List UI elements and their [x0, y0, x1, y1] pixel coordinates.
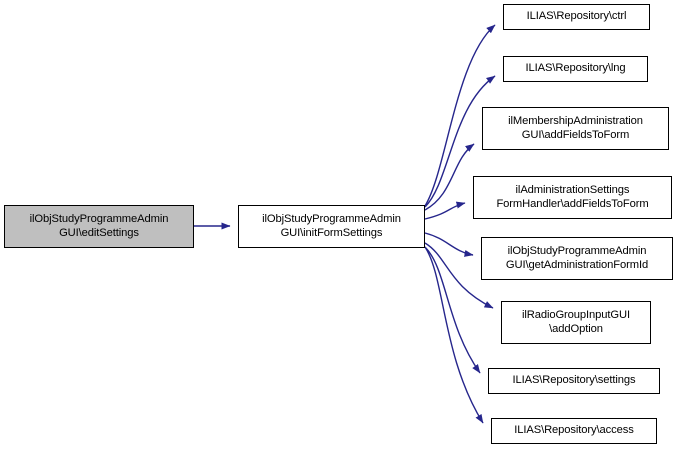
graph-node-getAdministrationFormId[interactable]: ilObjStudyProgrammeAdmin GUI\getAdminist…: [481, 237, 673, 280]
call-edge: [424, 232, 474, 257]
graph-node-addFieldsToFormMembership[interactable]: ilMembershipAdministration GUI\addFields…: [482, 107, 669, 150]
graph-node-initFormSettings[interactable]: ilObjStudyProgrammeAdmin GUI\initFormSet…: [238, 205, 425, 248]
call-edge: [424, 246, 484, 424]
graph-node-ctrl[interactable]: ILIAS\Repository\ctrl: [503, 4, 650, 30]
graph-node-label: ilObjStudyProgrammeAdmin GUI\getAdminist…: [505, 245, 649, 271]
graph-node-access[interactable]: ILIAS\Repository\access: [491, 418, 657, 444]
graph-node-label: ilMembershipAdministration GUI\addFields…: [508, 115, 643, 141]
graph-node-settings[interactable]: ILIAS\Repository\settings: [488, 368, 660, 394]
graph-node-editSettings[interactable]: ilObjStudyProgrammeAdmin GUI\editSetting…: [4, 205, 194, 248]
call-edge: [424, 201, 466, 220]
graph-node-label: ILIAS\Repository\lng: [525, 62, 626, 75]
graph-node-label: ILIAS\Repository\settings: [512, 374, 636, 387]
graph-node-addOption[interactable]: ilRadioGroupInputGUI \addOption: [501, 301, 651, 344]
graph-node-label: ilRadioGroupInputGUI \addOption: [521, 309, 631, 335]
graph-node-lng[interactable]: ILIAS\Repository\lng: [503, 56, 648, 82]
call-edge: [424, 143, 475, 211]
graph-node-label: ilAdministrationSettings FormHandler\add…: [496, 184, 649, 210]
graph-node-addFieldsToFormAdmin[interactable]: ilAdministrationSettings FormHandler\add…: [473, 176, 672, 219]
graph-node-label: ILIAS\Repository\ctrl: [526, 10, 627, 23]
graph-node-label: ILIAS\Repository\access: [514, 424, 634, 437]
call-edge: [424, 246, 481, 374]
graph-node-label: ilObjStudyProgrammeAdmin GUI\editSetting…: [29, 213, 169, 239]
graph-node-label: ilObjStudyProgrammeAdmin GUI\initFormSet…: [262, 213, 401, 239]
